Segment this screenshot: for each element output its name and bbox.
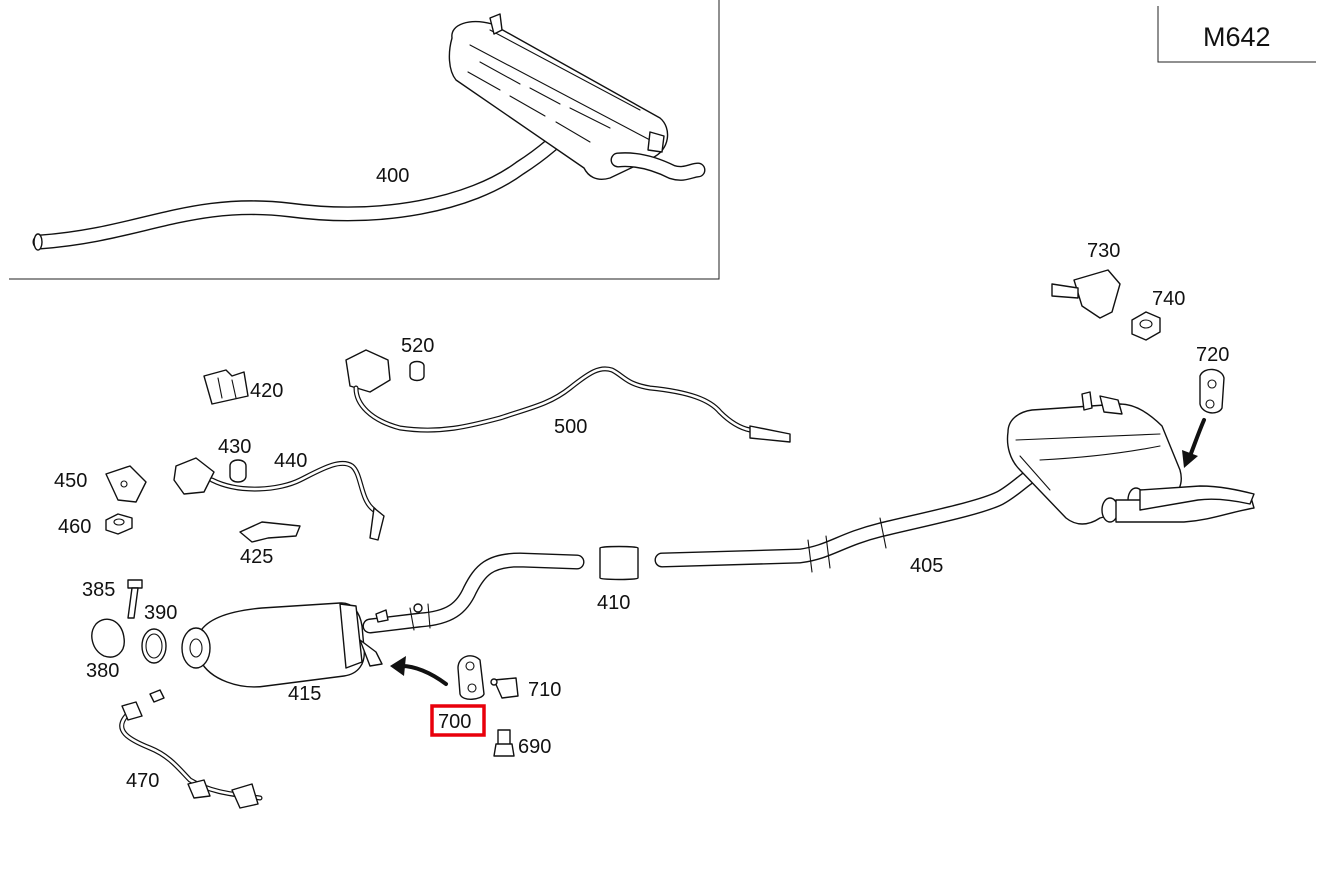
sensor-500[interactable]: 500 bbox=[345, 349, 791, 443]
bolt-385[interactable]: 385 bbox=[82, 579, 143, 619]
rubber-mount-700[interactable]: 700 bbox=[430, 655, 486, 737]
label-450: 450 bbox=[54, 470, 87, 492]
label-380: 380 bbox=[86, 660, 119, 682]
label-730: 730 bbox=[1087, 240, 1120, 262]
label-470: 470 bbox=[126, 770, 159, 792]
inset-frame bbox=[9, 0, 720, 280]
arrow-to-rear-mount bbox=[1182, 418, 1206, 468]
label-415: 415 bbox=[288, 683, 321, 705]
nut-740[interactable]: 740 bbox=[1131, 288, 1185, 341]
sensor-440[interactable]: 440 bbox=[173, 450, 385, 541]
connecting-sleeve-410[interactable]: 410 bbox=[597, 545, 639, 615]
holder-425[interactable]: 425 bbox=[239, 521, 301, 568]
bracket-710[interactable]: 710 bbox=[490, 677, 561, 701]
clamp-380[interactable]: 380 bbox=[86, 618, 125, 682]
rear-pipe-405[interactable]: 405 bbox=[654, 462, 1048, 577]
label-385: 385 bbox=[82, 579, 115, 601]
label-710: 710 bbox=[528, 679, 561, 701]
grommet-430[interactable]: 430 bbox=[218, 436, 251, 483]
gasket-390[interactable]: 390 bbox=[141, 602, 177, 664]
clamp-420[interactable]: 420 bbox=[203, 369, 283, 405]
label-405: 405 bbox=[910, 555, 943, 577]
label-440: 440 bbox=[274, 450, 307, 472]
label-700[interactable]: 700 bbox=[438, 711, 471, 733]
bracket-730[interactable]: 730 bbox=[1051, 240, 1121, 319]
bracket-450[interactable]: 450 bbox=[54, 465, 147, 503]
exhaust-system-inset-400[interactable]: 400 bbox=[32, 13, 706, 251]
label-500: 500 bbox=[554, 416, 587, 438]
label-520: 520 bbox=[401, 335, 434, 357]
grommet-520[interactable]: 520 bbox=[401, 335, 434, 382]
arrow-to-mount bbox=[390, 656, 448, 686]
label-430: 430 bbox=[218, 436, 251, 458]
model-code-text: M642 bbox=[1203, 22, 1271, 52]
label-720: 720 bbox=[1196, 344, 1229, 366]
bolt-690[interactable]: 690 bbox=[493, 729, 551, 758]
label-690: 690 bbox=[518, 736, 551, 758]
rear-silencer[interactable] bbox=[1006, 391, 1255, 525]
label-410: 410 bbox=[597, 592, 630, 614]
label-400: 400 bbox=[376, 165, 409, 187]
front-pipe[interactable] bbox=[362, 552, 585, 634]
label-390: 390 bbox=[144, 602, 177, 624]
sensor-cable-470[interactable]: 470 bbox=[119, 689, 263, 809]
label-460: 460 bbox=[58, 516, 91, 538]
highlight-box-700 bbox=[430, 704, 486, 737]
model-code-box: M642 bbox=[1157, 6, 1316, 63]
label-740: 740 bbox=[1152, 288, 1185, 310]
nut-460[interactable]: 460 bbox=[58, 513, 133, 538]
label-420: 420 bbox=[250, 380, 283, 402]
rubber-mount-720[interactable]: 720 bbox=[1196, 344, 1229, 414]
label-425: 425 bbox=[240, 546, 273, 568]
catalytic-converter-415[interactable]: 415 bbox=[181, 602, 383, 705]
